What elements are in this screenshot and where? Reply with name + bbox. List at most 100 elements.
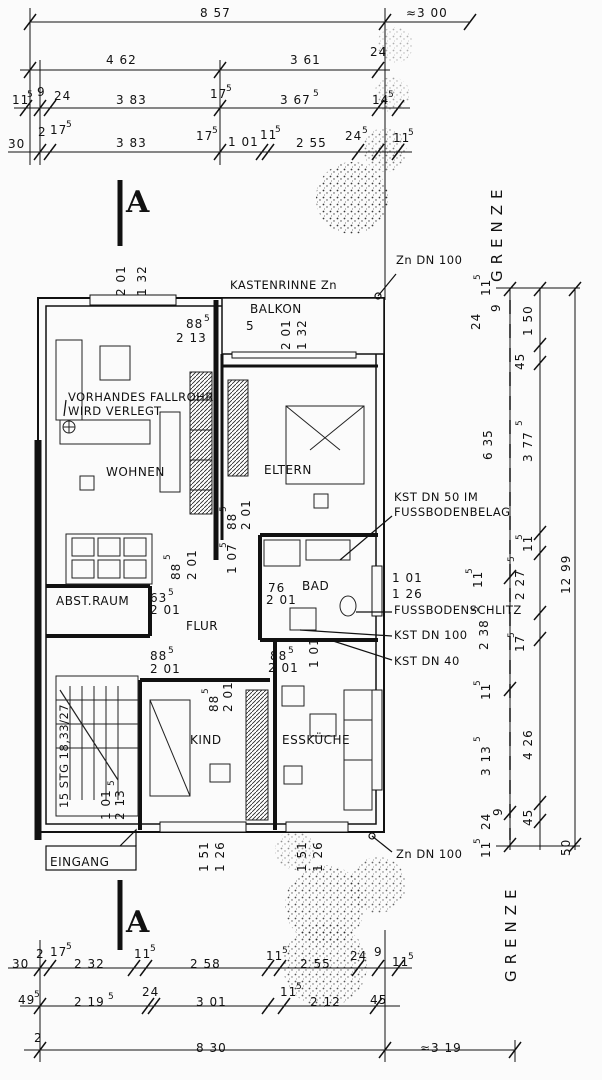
dim-row4-c-sup: 5 <box>66 120 72 130</box>
dim-flur-door1-a-sup: 5 <box>168 646 174 656</box>
dim-right-10-sup: 5 <box>465 568 475 574</box>
note-kastenrinne: KASTENRINNE Zn <box>230 278 337 292</box>
dim-stair-b-sup: 5 <box>107 780 117 786</box>
tree-top <box>316 27 413 234</box>
dim-bot2-f: 2 12 <box>310 995 341 1009</box>
bottom-dimensions <box>8 930 522 1062</box>
dim-bot2-a: 49 <box>18 993 35 1007</box>
dim-abst-door-a: 63 <box>150 591 167 605</box>
dim-win-balkon-b: 1 32 <box>295 319 309 350</box>
dim-row4-g-sup: 5 <box>275 125 281 135</box>
dim-right-9-sup: 5 <box>507 556 517 562</box>
dim-right-8: 11 <box>521 535 535 552</box>
dim-bot2-e-sup: 5 <box>296 982 302 992</box>
room-balkon: BALKON <box>250 302 302 316</box>
dim-bot-right: ≈3 19 <box>420 1041 462 1055</box>
dim-bot2-a-sup: 5 <box>34 990 40 1000</box>
dim-top-right: ≈3 00 <box>406 6 448 20</box>
dim-abst-door-a-sup: 5 <box>168 588 174 598</box>
dim-right-3: 9 <box>489 303 503 312</box>
dim-right-12: 17 <box>513 635 527 652</box>
dim-stair-b: 2 13 <box>113 789 127 820</box>
dim-flur-door1-a: 88 <box>150 649 167 663</box>
dim-row3-a-sup: 5 <box>27 90 33 100</box>
dim-flur-door2-a-sup: 5 <box>288 646 294 656</box>
room-bad: BAD <box>302 579 329 593</box>
dim-door-wohnen-b: 2 13 <box>176 331 207 345</box>
section-marker-top: A <box>117 180 150 246</box>
dim-row4-h: 2 55 <box>296 136 327 150</box>
dim-bot1-b: 2 <box>36 947 45 961</box>
dim-right-6: 6 35 <box>481 429 495 460</box>
dim-kind-door-a: 88 <box>207 695 221 712</box>
furniture-eltern <box>227 379 365 509</box>
dim-abst-door-b: 2 01 <box>150 603 181 617</box>
dim-right-16: 45 <box>521 809 535 826</box>
dim-bot1-e: 11 <box>134 947 151 961</box>
dim-right-14: 4 26 <box>521 729 535 760</box>
dim-row4-i-sup: 5 <box>362 126 368 136</box>
dim-row4-a: 30 <box>8 137 25 151</box>
furniture-kind <box>149 689 269 821</box>
dim-bot1-e-sup: 5 <box>150 944 156 954</box>
dim-win-kueche-a: 1 51 <box>295 841 309 872</box>
dim-right-18: 9 <box>491 807 505 816</box>
grenze-labels: GRENZE GRENZE <box>488 184 520 983</box>
room-eingang: EINGANG <box>50 855 109 869</box>
dim-bad-win-a: 1 01 <box>392 571 423 585</box>
dim-bot1-f: 2 58 <box>190 957 221 971</box>
note-stairs: 15 STG 18,33/27 <box>57 704 71 808</box>
dim-door-wohnen2-b: 2 01 <box>185 549 199 580</box>
dim-right-19-sup: 5 <box>473 838 483 844</box>
dim-row4-j: 11 <box>393 131 410 145</box>
dim-right-2: 24 <box>469 313 483 330</box>
dim-bot2-g: 45 <box>370 993 387 1007</box>
dim-row3-f-sup: 5 <box>313 89 319 99</box>
dim-top-total: 8 57 <box>200 6 231 20</box>
dim-win-kind-a: 1 51 <box>197 841 211 872</box>
dim-row3-b: 9 <box>37 85 46 99</box>
dim-stair-a: 1 01 <box>99 789 113 820</box>
note-kst40: KST DN 40 <box>394 654 460 668</box>
dim-row3-d: 3 83 <box>116 93 147 107</box>
room-flur: FLUR <box>186 619 218 633</box>
dim-bot-total: 8 30 <box>196 1041 227 1055</box>
dim-right-7: 3 77 <box>521 431 535 462</box>
dim-bad-win-b: 1 26 <box>392 587 423 601</box>
dim-right-20: 50 <box>559 839 573 856</box>
dim-right-10: 11 <box>471 571 485 588</box>
dim-right-11: 2 38 <box>477 619 491 650</box>
room-wohnen: WOHNEN <box>106 465 165 479</box>
dim-bad-door-b: 2 01 <box>266 593 297 607</box>
dim-right-1: 11 <box>479 279 493 296</box>
dim-kind-door-a-sup: 5 <box>201 688 211 694</box>
pipe-markers <box>63 273 397 853</box>
dim-row3-f: 3 67 <box>280 93 311 107</box>
dim-right-4: 1 50 <box>521 305 535 336</box>
tree-bottom <box>275 830 406 1007</box>
section-letter-top: A <box>125 185 150 220</box>
dim-flur-door1-b: 2 01 <box>150 662 181 676</box>
dim-row4-b: 2 <box>38 125 47 139</box>
dim-row3-c: 24 <box>54 89 71 103</box>
dim-right-12-sup: 5 <box>507 632 517 638</box>
dim-bot1-g: 11 <box>266 949 283 963</box>
dim-right-8-sup: 5 <box>515 534 525 540</box>
dim-bot1-j: 9 <box>374 945 383 959</box>
dim-row2-a: 4 62 <box>106 53 137 67</box>
dim-bot1-g-sup: 5 <box>282 946 288 956</box>
dim-row3-g: 14 <box>372 93 389 107</box>
dim-right-7-sup: 5 <box>515 420 525 426</box>
note-kst100: KST DN 100 <box>394 628 468 642</box>
furniture-wohnen <box>55 339 213 585</box>
dim-bot2-b-sup: 5 <box>108 992 114 1002</box>
dim-win-wohnen-a: 2 01 <box>114 265 128 296</box>
interior-dimensions: 2 01 1 32 2 01 1 32 88 5 2 13 5 88 5 2 0… <box>99 265 423 872</box>
dim-bot2-e: 11 <box>280 985 297 999</box>
building <box>34 294 385 840</box>
dim-win-kueche-b: 1 26 <box>311 841 325 872</box>
annotations: KASTENRINNE Zn Zn DN 100 Zn DN 100 VORHA… <box>57 253 521 861</box>
grenze-label-bottom: GRENZE <box>502 884 520 983</box>
dim-row3-a: 11 <box>12 93 29 107</box>
